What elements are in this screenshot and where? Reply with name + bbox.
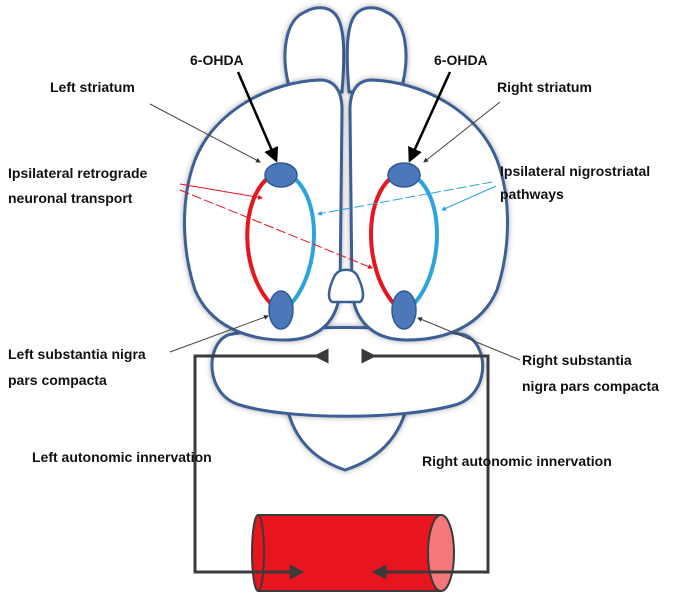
right-striatum-pointer [423,101,501,163]
right-nigrostriatal-pathway [411,173,439,307]
left-nigrostriatal-pathway [288,173,316,307]
right-autonomic-label: Right autonomic innervation [422,453,612,469]
organ-right-end [427,514,455,592]
nigrostriatal-label-line1: Ipsilateral nigrostriatal [500,163,651,179]
retrograde-label-line2: neuronal transport [8,190,133,206]
right-ohda-arrow [408,71,452,163]
left-striatum-label: Left striatum [50,79,135,95]
right-snc-nucleus [391,290,417,330]
right-striatum-nucleus [387,162,421,188]
left-retrograde-pathway [245,173,274,307]
left-olfactory-bulb [283,6,346,94]
left-snc-nucleus [268,290,294,330]
organ-outline [258,514,441,592]
retro-pointer-2 [179,189,373,269]
right-snc-pointer [417,317,521,361]
midbrain [210,326,485,418]
retro-pointer-1 [179,183,263,200]
left-snc-pointer [169,315,269,353]
left-snc-label-line1: Left substantia nigra [8,346,146,362]
left-hemisphere [183,78,344,342]
left-snc-label-line2: pars compacta [8,372,107,388]
nigrostriatal-label-line2: pathways [500,186,564,202]
left-ohda-arrow [236,71,279,163]
left-autonomic-label: Left autonomic innervation [32,449,212,465]
retrograde-label-line1: Ipsilateral retrograde [8,165,148,181]
right-olfactory-bulb [345,6,408,94]
organ-left-end [251,514,265,592]
left-striatum-nucleus [264,162,298,188]
right-retrograde-pathway [369,173,397,307]
organ-body [258,515,441,591]
nigro-pointer-1 [317,181,493,216]
right-striatum-label: Right striatum [497,79,592,95]
right-ohda-label: 6-OHDA [434,52,488,68]
left-striatum-pointer [149,103,261,163]
right-snc-label-line2: nigra pars compacta [522,378,659,394]
nigro-pointer-2 [441,185,497,211]
right-snc-label-line1: Right substantia [522,352,632,368]
left-ohda-label: 6-OHDA [190,52,244,68]
central-structure [327,268,365,304]
